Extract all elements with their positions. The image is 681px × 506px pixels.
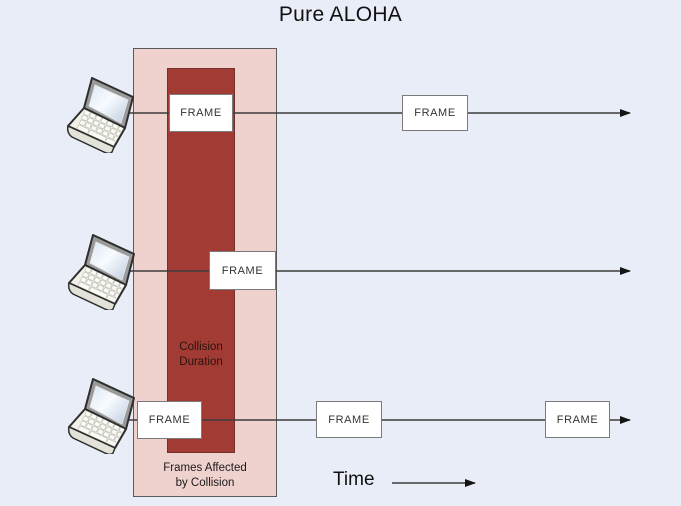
laptop-icon — [64, 234, 138, 310]
frame-label: FRAME — [148, 414, 191, 426]
frame-box-station3-retry1: FRAME — [316, 401, 382, 438]
frame-label: FRAME — [556, 413, 599, 426]
frame-box-station1-collided: FRAME — [169, 94, 233, 132]
frame-box-station2-collided: FRAME — [209, 251, 276, 290]
frame-box-station1-retry: FRAME — [402, 95, 468, 131]
frame-box-station3-collided: FRAME — [137, 401, 202, 439]
frame-label: FRAME — [328, 413, 370, 426]
collision-duration-label: Collision Duration — [167, 340, 235, 370]
frame-label: FRAME — [221, 264, 264, 277]
time-axis-label: Time — [333, 469, 375, 490]
frames-affected-label: Frames Affected by Collision — [133, 461, 277, 491]
page-title: Pure ALOHA — [278, 3, 403, 26]
collision-duration-line2: Duration — [179, 356, 223, 368]
frame-label: FRAME — [180, 107, 222, 119]
collision-duration-line1: Collision — [179, 341, 223, 353]
frame-label: FRAME — [414, 107, 456, 119]
frame-box-station3-retry2: FRAME — [545, 401, 610, 438]
frames-affected-line2: by Collision — [175, 477, 235, 489]
laptop-icon — [64, 378, 138, 454]
frames-affected-line1: Frames Affected — [163, 462, 247, 474]
laptop-icon — [63, 77, 137, 153]
